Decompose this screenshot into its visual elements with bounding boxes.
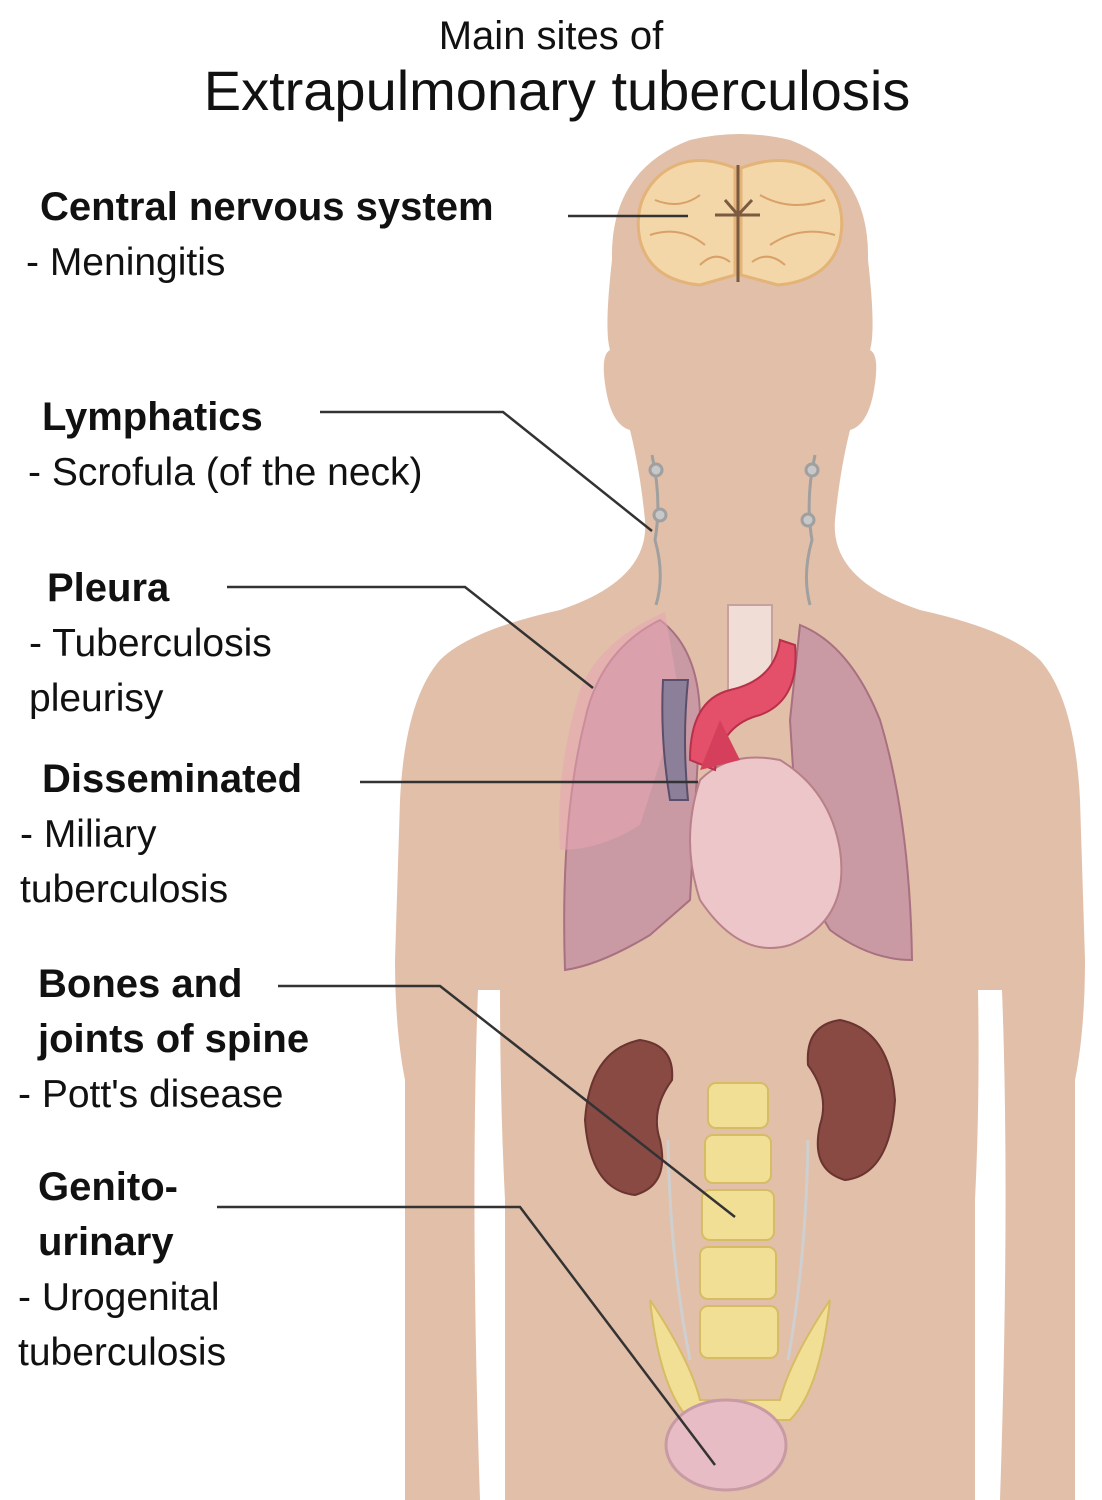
title-subtitle: Main sites of bbox=[438, 14, 664, 58]
site-description: - Pott's disease bbox=[18, 1073, 284, 1116]
site-description: - Tuberculosis pleurisy bbox=[29, 622, 272, 720]
site-lymphatics: Lymphatics - Scrofula (of the neck) bbox=[28, 390, 423, 500]
site-name: Disseminated bbox=[42, 757, 303, 801]
spine-icon bbox=[649, 1082, 831, 1421]
leader-line-lymphatics bbox=[320, 410, 653, 532]
heart-icon bbox=[661, 638, 843, 949]
bladder-icon bbox=[664, 1398, 788, 1492]
leader-line-pleura bbox=[227, 585, 594, 689]
page-title: Extrapulmonary tuberculosis bbox=[203, 59, 911, 122]
leader-lines bbox=[217, 214, 736, 1466]
site-name: Lymphatics bbox=[42, 395, 263, 439]
site-pleura: Pleura - Tuberculosis pleurisy bbox=[29, 561, 272, 726]
site-name: Bones and joints of spine bbox=[38, 962, 310, 1061]
site-description: - Scrofula (of the neck) bbox=[28, 451, 423, 494]
site-genitourinary: Genito- urinary - Urogenital tuberculosi… bbox=[18, 1160, 226, 1380]
site-name: Pleura bbox=[47, 566, 170, 610]
kidneys-icon bbox=[583, 1018, 897, 1197]
site-description: - Urogenital tuberculosis bbox=[18, 1276, 227, 1374]
site-name: Central nervous system bbox=[40, 185, 494, 229]
site-bones-and-joints: Bones and joints of spine - Pott's disea… bbox=[18, 957, 310, 1122]
leader-line-genitourinary bbox=[217, 1205, 716, 1466]
leader-line-bones bbox=[278, 984, 736, 1218]
site-description: - Miliary tuberculosis bbox=[20, 813, 229, 911]
site-name: Genito- urinary bbox=[38, 1165, 178, 1264]
site-description: - Meningitis bbox=[26, 241, 226, 284]
site-central-nervous-system: Central nervous system - Meningitis bbox=[26, 180, 494, 290]
brain-icon bbox=[636, 158, 844, 287]
lymph-nodes-icon bbox=[648, 454, 820, 606]
site-disseminated: Disseminated - Miliary tuberculosis bbox=[20, 752, 303, 917]
